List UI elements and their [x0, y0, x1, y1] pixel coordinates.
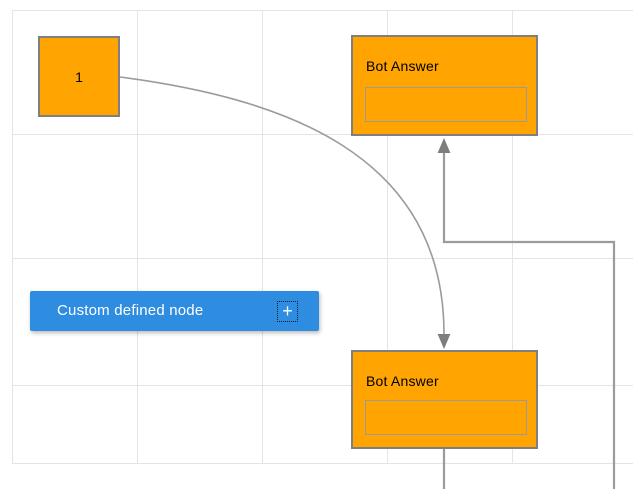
- arrowhead-up-icon: [437, 138, 451, 153]
- plus-icon: +: [282, 301, 293, 321]
- curved-connector[interactable]: [119, 76, 451, 349]
- node-start-label: 1: [75, 68, 83, 85]
- node-start[interactable]: 1: [38, 36, 120, 117]
- bot-answer-title: Bot Answer: [366, 58, 439, 74]
- add-button[interactable]: +: [277, 301, 298, 322]
- node-bot-answer-top[interactable]: Bot Answer: [351, 35, 538, 136]
- orthogonal-connector[interactable]: [437, 138, 616, 489]
- arrowhead-down-icon: [437, 334, 451, 349]
- node-custom-defined[interactable]: Custom defined node +: [30, 291, 319, 331]
- custom-node-label: Custom defined node: [57, 302, 204, 319]
- bot-answer-text-field[interactable]: [365, 87, 527, 122]
- node-bot-answer-bottom[interactable]: Bot Answer: [351, 350, 538, 449]
- bot-answer-text-field[interactable]: [365, 400, 527, 435]
- bot-answer-title: Bot Answer: [366, 373, 439, 389]
